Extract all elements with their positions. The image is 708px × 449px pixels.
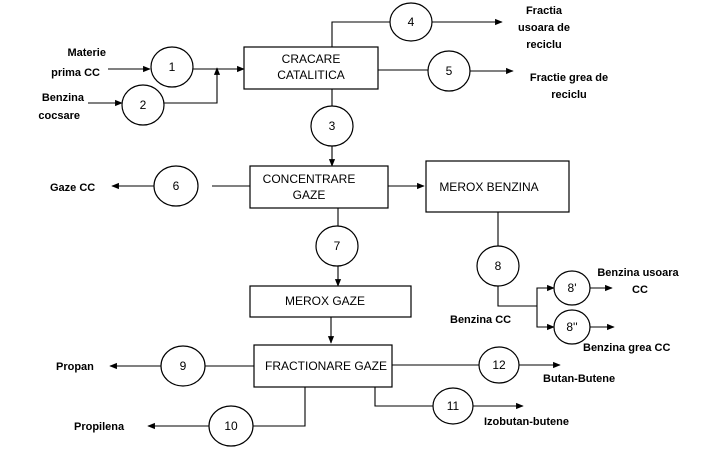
node-6-label: 6 xyxy=(173,179,180,193)
label-fractia-line1: Fractia xyxy=(526,5,563,17)
edge-fractionare-to-11 xyxy=(374,387,433,407)
node-7-label: 7 xyxy=(334,239,341,253)
nodes: 1 2 3 4 5 6 7 8 8' 8'' 9 10 11 12 xyxy=(121,2,591,447)
stream-labels: Materie prima CC Benzina cocsare Fractia… xyxy=(38,5,679,433)
node-12-label: 12 xyxy=(492,358,506,372)
label-gaze-cc: Gaze CC xyxy=(50,182,95,194)
box-merox-gaze-label: MEROX GAZE xyxy=(285,294,365,308)
node-4-label: 4 xyxy=(408,15,415,29)
node-4: 4 xyxy=(389,2,433,42)
node-10: 10 xyxy=(208,405,254,447)
edge-cracare-to-4 xyxy=(331,21,390,47)
box-merox-gaze: MEROX GAZE xyxy=(249,285,412,318)
edge-split-to-8a xyxy=(536,284,555,306)
node-11: 11 xyxy=(432,387,474,425)
label-butan-butene: Butan-Butene xyxy=(543,373,615,385)
label-benzina-grea: Benzina grea CC xyxy=(583,342,670,354)
node-10-label: 10 xyxy=(224,419,238,433)
edge-split-to-8b xyxy=(536,306,555,331)
node-8-prime: 8' xyxy=(553,270,591,306)
connectors xyxy=(88,18,615,430)
label-fractie-grea-line1: Fractie grea de xyxy=(530,72,608,84)
node-3-label: 3 xyxy=(329,119,336,133)
label-cocsare-line1: Benzina xyxy=(42,92,85,104)
edge-8-to-split xyxy=(497,286,537,307)
node-8-label: 8 xyxy=(495,259,502,273)
box-fractionare-label: FRACTIONARE GAZE xyxy=(265,359,387,373)
edge-2-to-join xyxy=(164,67,221,104)
node-9-label: 9 xyxy=(180,359,187,373)
label-izobutan-butene: Izobutan-butene xyxy=(484,416,569,428)
node-8-double-prime: 8'' xyxy=(553,309,591,345)
label-benzina-usoara-line1: Benzina usoara xyxy=(597,267,679,279)
node-1-label: 1 xyxy=(169,60,176,74)
box-concentrare: CONCENTRARE GAZE xyxy=(249,165,389,209)
node-6: 6 xyxy=(153,165,199,207)
label-propilena: Propilena xyxy=(74,421,125,433)
node-8-double-prime-label: 8'' xyxy=(566,320,577,334)
node-3: 3 xyxy=(310,105,354,147)
node-11-label: 11 xyxy=(447,399,460,413)
node-7: 7 xyxy=(315,225,359,267)
node-2: 2 xyxy=(121,84,165,126)
box-cracare-line2: CATALITICA xyxy=(277,68,345,82)
edge-fractionare-to-10 xyxy=(253,387,306,427)
node-1: 1 xyxy=(150,46,194,88)
label-fractia-line3: reciclu xyxy=(526,39,561,51)
node-2-label: 2 xyxy=(140,98,147,112)
label-benzina-usoara-line2: CC xyxy=(632,284,648,296)
box-fractionare: FRACTIONARE GAZE xyxy=(253,344,393,388)
label-fractie-grea-line2: reciclu xyxy=(551,89,586,101)
label-propan: Propan xyxy=(56,361,94,373)
node-12: 12 xyxy=(478,346,520,384)
box-concentrare-line2: GAZE xyxy=(293,188,326,202)
node-5-label: 5 xyxy=(446,64,453,78)
node-9: 9 xyxy=(160,345,206,387)
box-merox-benzina: MEROX BENZINA xyxy=(425,160,570,213)
box-merox-benzina-label: MEROX BENZINA xyxy=(439,180,538,194)
node-5: 5 xyxy=(427,50,471,92)
label-fractia-line2: usoara de xyxy=(518,22,570,34)
box-cracare-line1: CRACARE xyxy=(282,52,341,66)
label-materie-line1: Materie xyxy=(67,47,106,59)
box-concentrare-line1: CONCENTRARE xyxy=(263,172,356,186)
node-8: 8 xyxy=(476,245,520,287)
label-cocsare-line2: cocsare xyxy=(38,110,80,122)
label-benzina-cc: Benzina CC xyxy=(450,314,511,326)
box-cracare: CRACARE CATALITICA xyxy=(243,46,379,90)
node-8-prime-label: 8' xyxy=(568,281,577,295)
label-materie-line2: prima CC xyxy=(51,67,100,79)
